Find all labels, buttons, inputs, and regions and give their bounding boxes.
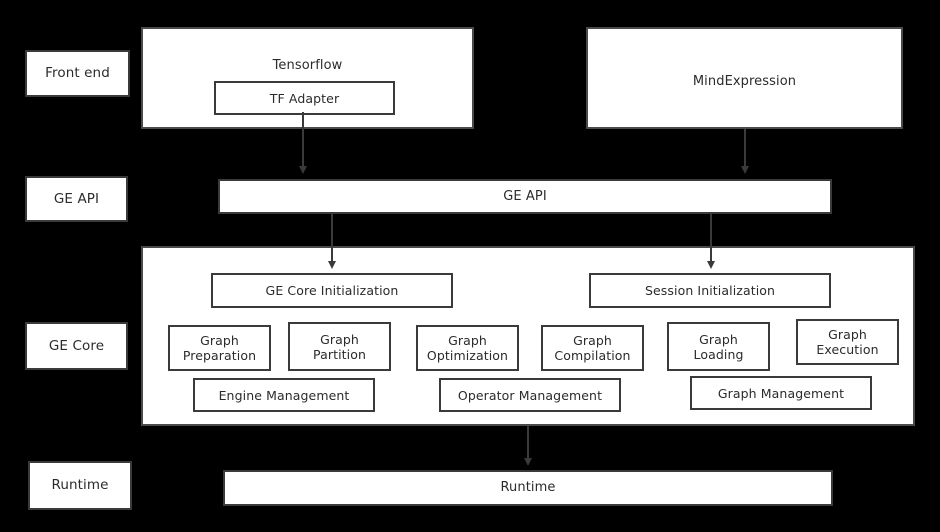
mindexpression-title: MindExpression xyxy=(692,74,797,89)
tf-adapter-label: TF Adapter xyxy=(269,90,340,106)
graph-preparation-box: Graph Preparation xyxy=(168,325,271,371)
graph-optimization-box: Graph Optimization xyxy=(416,325,519,371)
layer-label-ge-api: GE API xyxy=(25,176,128,222)
graph-loading-box: Graph Loading xyxy=(667,322,770,371)
session-initialization-label: Session Initialization xyxy=(644,283,776,298)
layer-label-runtime-text: Runtime xyxy=(51,477,109,494)
engine-management-box: Engine Management xyxy=(193,378,375,412)
ge-api-bar-label: GE API xyxy=(503,188,547,204)
graph-loading-label: Graph Loading xyxy=(693,331,744,362)
tf-adapter-box: TF Adapter xyxy=(214,81,395,115)
runtime-bar-label: Runtime xyxy=(500,480,556,496)
graph-optimization-label: Graph Optimization xyxy=(426,333,509,363)
frontend-mindexpression-group: MindExpression xyxy=(586,27,903,129)
operator-management-label: Operator Management xyxy=(457,387,603,403)
layer-label-ge-core: GE Core xyxy=(25,322,128,370)
operator-management-box: Operator Management xyxy=(439,378,621,412)
frontend-tensorflow-group: Tensorflow TF Adapter xyxy=(141,27,474,129)
ge-core-initialization-label: GE Core Initialization xyxy=(265,283,399,298)
session-initialization-box: Session Initialization xyxy=(589,273,831,308)
layer-label-front-end: Front end xyxy=(25,50,130,97)
layer-label-runtime: Runtime xyxy=(28,461,132,510)
graph-preparation-label: Graph Preparation xyxy=(182,333,257,363)
layer-label-ge-core-text: GE Core xyxy=(48,337,105,354)
graph-compilation-box: Graph Compilation xyxy=(541,325,644,371)
graph-compilation-label: Graph Compilation xyxy=(554,333,631,363)
runtime-bar: Runtime xyxy=(223,470,833,506)
graph-execution-box: Graph Execution xyxy=(796,319,899,365)
graph-management-box: Graph Management xyxy=(690,376,872,410)
ge-api-bar: GE API xyxy=(218,179,832,214)
layer-label-front-end-text: Front end xyxy=(45,65,110,82)
layer-label-ge-api-text: GE API xyxy=(53,190,100,207)
graph-management-label: Graph Management xyxy=(717,385,845,401)
ge-core-container: GE Core Initialization Session Initializ… xyxy=(141,246,915,426)
ge-core-initialization-box: GE Core Initialization xyxy=(211,273,453,308)
graph-partition-box: Graph Partition xyxy=(288,322,391,371)
engine-management-label: Engine Management xyxy=(218,387,350,403)
tensorflow-title: Tensorflow xyxy=(272,58,343,73)
graph-partition-label: Graph Partition xyxy=(313,331,366,362)
graph-execution-label: Graph Execution xyxy=(816,327,879,357)
